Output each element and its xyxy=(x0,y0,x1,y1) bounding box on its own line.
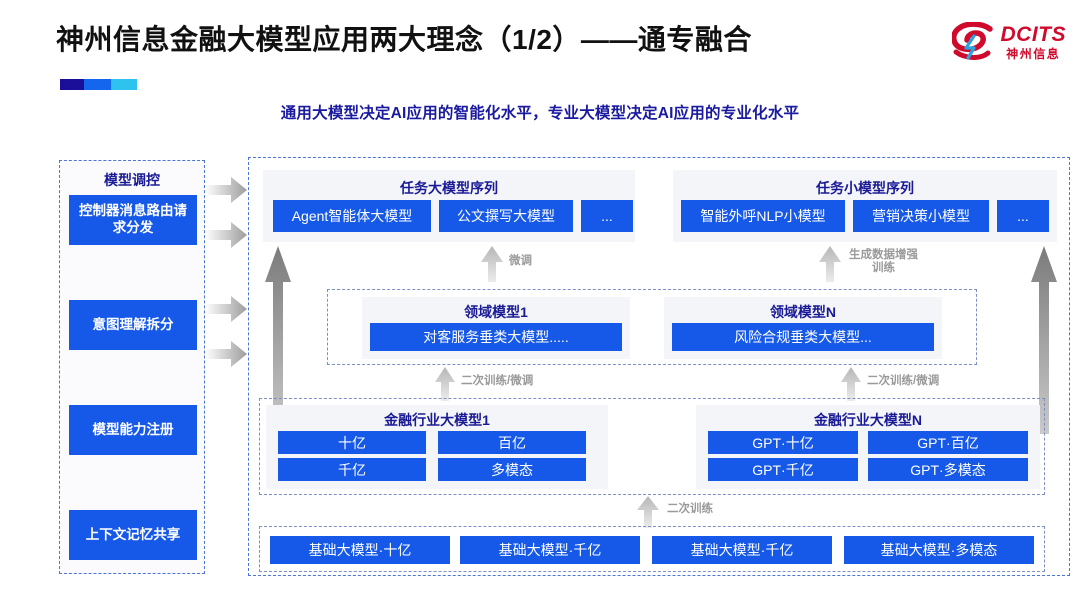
foundation-models-group: 基础大模型·十亿 基础大模型·千亿 基础大模型·千亿 基础大模型·多模态 xyxy=(259,526,1045,572)
industry-model-n-panel: 金融行业大模型N GPT·十亿 GPT·百亿 GPT·千亿 GPT·多模态 xyxy=(696,405,1040,489)
right-arrow-icon-2 xyxy=(205,222,247,248)
foundation-box-4[interactable]: 基础大模型·多模态 xyxy=(844,536,1034,564)
accent-segment-3 xyxy=(111,79,137,90)
industry-model-n-title: 金融行业大模型N xyxy=(813,412,923,428)
up-arrow-icon-finetune xyxy=(481,246,503,282)
domain-model-1-title: 领域模型1 xyxy=(464,304,528,320)
control-item-context[interactable]: 上下文记忆共享 xyxy=(69,510,197,560)
flow-label-retrain-finetune-left: 二次训练/微调 xyxy=(461,375,534,387)
up-arrow-icon-right-tall xyxy=(1031,246,1057,434)
task-large-title: 任务大模型序列 xyxy=(400,180,498,196)
industry-n-box-4[interactable]: GPT·多模态 xyxy=(868,458,1028,481)
control-item-router[interactable]: 控制器消息路由请求分发 xyxy=(69,195,197,245)
industry-model-1-title: 金融行业大模型1 xyxy=(384,412,490,428)
flow-label-retrain-finetune-right: 二次训练/微调 xyxy=(867,375,940,387)
up-arrow-icon-gen-data xyxy=(819,246,841,282)
task-large-box-doc[interactable]: 公文撰写大模型 xyxy=(439,200,573,232)
logo-swirl-icon xyxy=(951,22,993,60)
right-arrow-icon-3 xyxy=(205,296,247,322)
domain-model-n-title: 领域模型N xyxy=(769,304,837,320)
up-arrow-icon-retrain-right xyxy=(841,367,861,401)
task-small-panel: 任务小模型序列 智能外呼NLP小模型 营销决策小模型 ... xyxy=(673,170,1057,242)
page-title: 神州信息金融大模型应用两大理念（1/2）——通专融合 xyxy=(56,24,752,55)
domain-model-n-box[interactable]: 风险合规垂类大模型... xyxy=(672,323,934,351)
industry-n-box-2[interactable]: GPT·百亿 xyxy=(868,431,1028,454)
accent-bar xyxy=(60,79,137,90)
foundation-box-1[interactable]: 基础大模型·十亿 xyxy=(270,536,450,564)
task-large-box-more[interactable]: ... xyxy=(581,200,633,232)
page-subtitle: 通用大模型决定AI应用的智能化水平，专业大模型决定AI应用的专业化水平 xyxy=(280,105,800,122)
logo-text-cn: 神州信息 xyxy=(1006,47,1061,61)
task-small-title: 任务小模型序列 xyxy=(816,180,914,196)
industry-n-box-1[interactable]: GPT·十亿 xyxy=(708,431,858,454)
model-control-title: 模型调控 xyxy=(104,172,160,188)
flow-label-gen-data-aug: 生成数据增强 训练 xyxy=(849,249,918,275)
up-arrow-icon-retrain-bottom xyxy=(637,496,659,528)
up-arrow-icon-retrain-left xyxy=(435,367,455,401)
task-large-panel: 任务大模型序列 Agent智能体大模型 公文撰写大模型 ... xyxy=(263,170,635,242)
industry-models-group: 金融行业大模型1 十亿 百亿 千亿 多模态 金融行业大模型N GPT·十亿 GP… xyxy=(259,398,1045,495)
foundation-box-3[interactable]: 基础大模型·千亿 xyxy=(652,536,832,564)
accent-segment-1 xyxy=(60,79,84,90)
domain-models-group: 领域模型1 对客服务垂类大模型..... 领域模型N 风险合规垂类大模型... xyxy=(327,289,977,365)
industry-1-box-2[interactable]: 百亿 xyxy=(438,431,586,454)
flow-label-retrain: 二次训练 xyxy=(667,503,713,515)
control-item-intent[interactable]: 意图理解拆分 xyxy=(69,300,197,350)
industry-1-box-3[interactable]: 千亿 xyxy=(278,458,426,481)
architecture-frame: 任务大模型序列 Agent智能体大模型 公文撰写大模型 ... 任务小模型序列 … xyxy=(248,157,1070,576)
flow-label-finetune: 微调 xyxy=(509,255,532,267)
foundation-box-2[interactable]: 基础大模型·千亿 xyxy=(460,536,640,564)
task-large-box-agent[interactable]: Agent智能体大模型 xyxy=(273,200,431,232)
domain-model-n-panel: 领域模型N 风险合规垂类大模型... xyxy=(664,297,942,359)
task-small-box-more[interactable]: ... xyxy=(997,200,1049,232)
right-arrow-icon-4 xyxy=(205,341,247,367)
dcits-logo: DCITS 神州信息 xyxy=(951,22,1067,62)
task-small-box-nlp[interactable]: 智能外呼NLP小模型 xyxy=(681,200,845,232)
industry-1-box-4[interactable]: 多模态 xyxy=(438,458,586,481)
control-item-capability[interactable]: 模型能力注册 xyxy=(69,405,197,455)
domain-model-1-box[interactable]: 对客服务垂类大模型..... xyxy=(370,323,622,351)
industry-n-box-3[interactable]: GPT·千亿 xyxy=(708,458,858,481)
industry-model-1-panel: 金融行业大模型1 十亿 百亿 千亿 多模态 xyxy=(266,405,608,489)
domain-model-1-panel: 领域模型1 对客服务垂类大模型..... xyxy=(362,297,630,359)
accent-segment-2 xyxy=(84,79,111,90)
industry-1-box-1[interactable]: 十亿 xyxy=(278,431,426,454)
model-control-panel: 模型调控 控制器消息路由请求分发 意图理解拆分 模型能力注册 上下文记忆共享 xyxy=(59,160,205,574)
up-arrow-icon-left-tall xyxy=(265,246,291,434)
logo-text-en: DCITS xyxy=(1000,23,1066,46)
right-arrow-icon-1 xyxy=(205,177,247,203)
task-small-box-marketing[interactable]: 营销决策小模型 xyxy=(853,200,989,232)
